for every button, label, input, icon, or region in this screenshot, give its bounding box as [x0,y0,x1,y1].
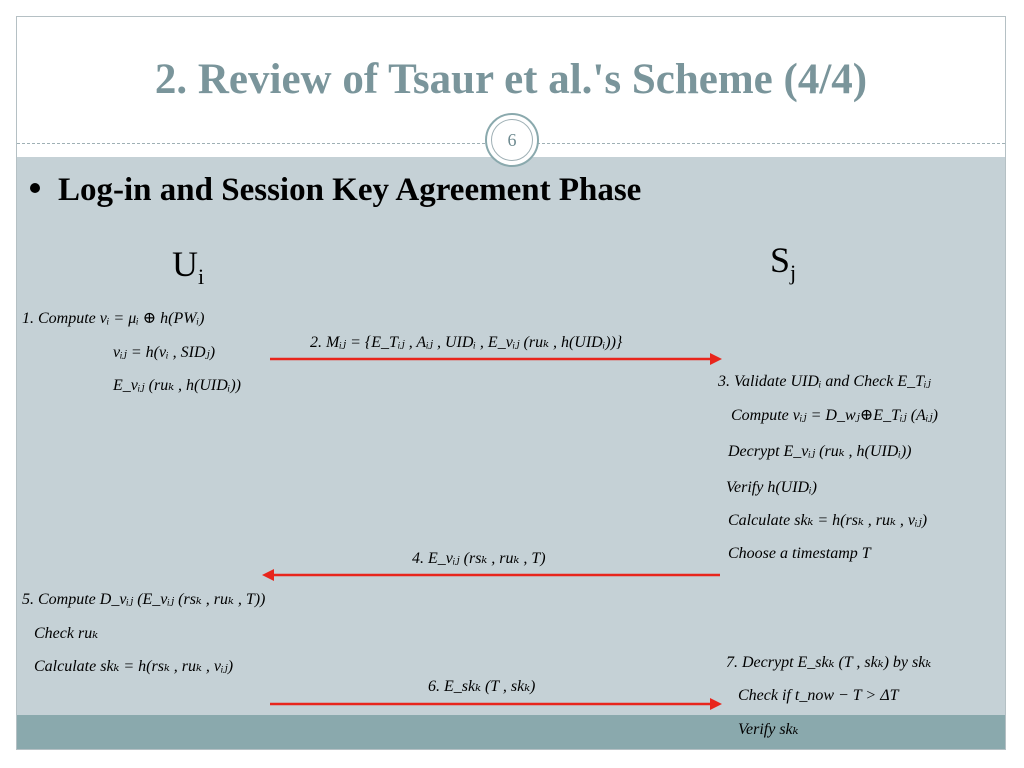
user-step5-line2: Check ruₖ [34,625,99,642]
server-step7-line2: Check if t_now − T > ΔT [738,687,899,704]
slide-frame [16,16,1006,750]
bullet-heading: Log-in and Session Key Agreement Phase [58,172,642,208]
party-user: Ui [172,244,205,290]
user-step5-line3: Calculate skₖ = h(rsₖ , ruₖ , vᵢⱼ) [34,658,234,675]
server-step3-line3: Decrypt E_vᵢⱼ (ruₖ , h(UIDᵢ)) [728,443,912,460]
server-step3-line1: 3. Validate UIDᵢ and Check E_Tᵢⱼ [718,373,931,390]
user-step1-line3: E_vᵢⱼ (ruₖ , h(UIDᵢ)) [113,377,241,394]
server-step3-line2: Compute vᵢⱼ = D_wⱼ⊕E_Tᵢⱼ (Aᵢⱼ) [731,407,938,424]
arrow-right-icon [270,353,722,365]
message-2: 2. Mᵢⱼ = {E_Tᵢⱼ , Aᵢⱼ , UIDᵢ , E_vᵢⱼ (ru… [310,334,623,351]
page-number: 6 [491,119,533,161]
bullet-dot-icon [30,183,40,193]
server-step3-line4: Verify h(UIDᵢ) [726,479,817,496]
party-server: Sj [770,240,797,286]
arrow-left-icon [262,569,720,581]
user-step1-line2: vᵢⱼ = h(vᵢ , SIDⱼ) [113,344,216,361]
message-6: 6. E_skₖ (T , skₖ) [428,678,536,695]
arrow-right-icon [270,698,722,710]
slide-title: 2. Review of Tsaur et al.'s Scheme (4/4) [154,56,868,103]
content-panel [17,157,1005,715]
user-step1-line1: 1. Compute vᵢ = μᵢ ⊕ h(PWᵢ) [22,310,205,327]
message-4: 4. E_vᵢⱼ (rsₖ , ruₖ , T) [412,550,546,567]
page-number-badge: 6 [485,113,539,167]
footer-band [17,715,1005,749]
server-step7-line1: 7. Decrypt E_skₖ (T , skₖ) by skₖ [726,654,932,671]
server-step7-line3: Verify skₖ [738,721,799,738]
user-step5-line1: 5. Compute D_vᵢⱼ (E_vᵢⱼ (rsₖ , ruₖ , T)) [22,591,266,608]
server-step3-line6: Choose a timestamp T [728,545,871,562]
server-step3-line5: Calculate skₖ = h(rsₖ , ruₖ , vᵢⱼ) [728,512,928,529]
